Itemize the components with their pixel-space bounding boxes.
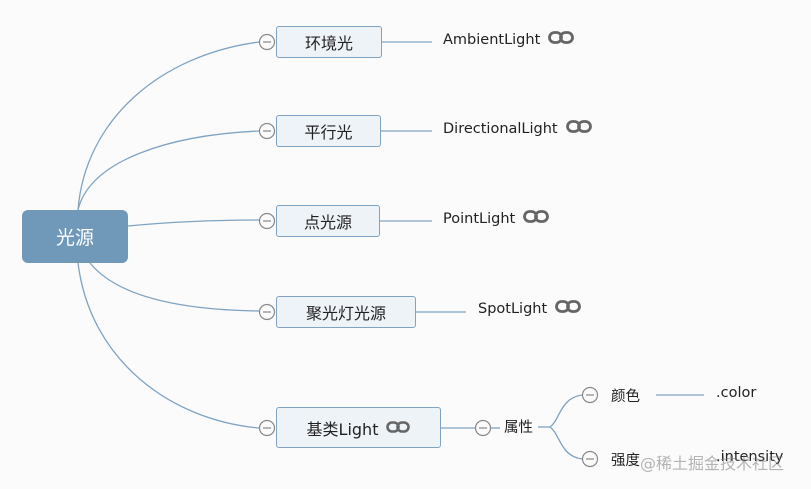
topic-base-light[interactable]: 基类Light bbox=[276, 407, 441, 448]
link-icon[interactable] bbox=[523, 210, 550, 227]
collapse-icon[interactable] bbox=[581, 450, 599, 468]
leaf-pointlight: PointLight bbox=[443, 210, 550, 227]
topic-spot[interactable]: 聚光灯光源 bbox=[276, 296, 416, 328]
color-label: 颜色 bbox=[611, 389, 640, 405]
leaf-ambientlight: AmbientLight bbox=[443, 31, 575, 48]
leaf-spotlight: SpotLight bbox=[478, 300, 582, 317]
leaf-label: AmbientLight bbox=[443, 31, 541, 48]
topic-label: 平行光 bbox=[304, 123, 353, 142]
attribute-node[interactable]: 属性 bbox=[504, 416, 533, 437]
leaf-label: DirectionalLight bbox=[443, 120, 558, 137]
link-icon[interactable] bbox=[548, 31, 575, 48]
collapse-icon[interactable] bbox=[258, 419, 276, 437]
intensity-property: .intensity bbox=[716, 449, 783, 465]
collapse-icon[interactable] bbox=[581, 386, 599, 404]
intensity-property-label: .intensity bbox=[716, 449, 784, 465]
leaf-label: SpotLight bbox=[478, 300, 548, 317]
topic-ambient[interactable]: 环境光 bbox=[276, 26, 382, 58]
topic-point[interactable]: 点光源 bbox=[276, 205, 380, 237]
color-property: .color bbox=[716, 385, 756, 401]
topic-label: 聚光灯光源 bbox=[305, 304, 386, 323]
topic-label: 环境光 bbox=[304, 34, 353, 53]
intensity-label: 强度 bbox=[611, 453, 640, 469]
link-icon[interactable] bbox=[555, 300, 582, 317]
collapse-icon[interactable] bbox=[474, 419, 492, 437]
topic-label: 基类Light bbox=[306, 419, 379, 439]
root-label: 光源 bbox=[55, 227, 94, 249]
link-icon[interactable] bbox=[386, 418, 411, 437]
link-icon[interactable] bbox=[565, 120, 592, 137]
collapse-icon[interactable] bbox=[258, 212, 276, 230]
intensity-node[interactable]: 强度 bbox=[611, 449, 640, 470]
collapse-icon[interactable] bbox=[258, 303, 276, 321]
root-node[interactable]: 光源 bbox=[22, 210, 128, 263]
topic-directional[interactable]: 平行光 bbox=[276, 115, 381, 147]
topic-label: 点光源 bbox=[303, 213, 352, 232]
collapse-icon[interactable] bbox=[258, 33, 276, 51]
attribute-label: 属性 bbox=[504, 420, 533, 436]
color-property-label: .color bbox=[716, 385, 757, 401]
leaf-label: PointLight bbox=[443, 210, 516, 227]
collapse-icon[interactable] bbox=[258, 122, 276, 140]
leaf-directionallight: DirectionalLight bbox=[443, 120, 592, 137]
color-node[interactable]: 颜色 bbox=[611, 385, 640, 406]
watermark: @稀土掘金技术社区 bbox=[640, 454, 785, 473]
